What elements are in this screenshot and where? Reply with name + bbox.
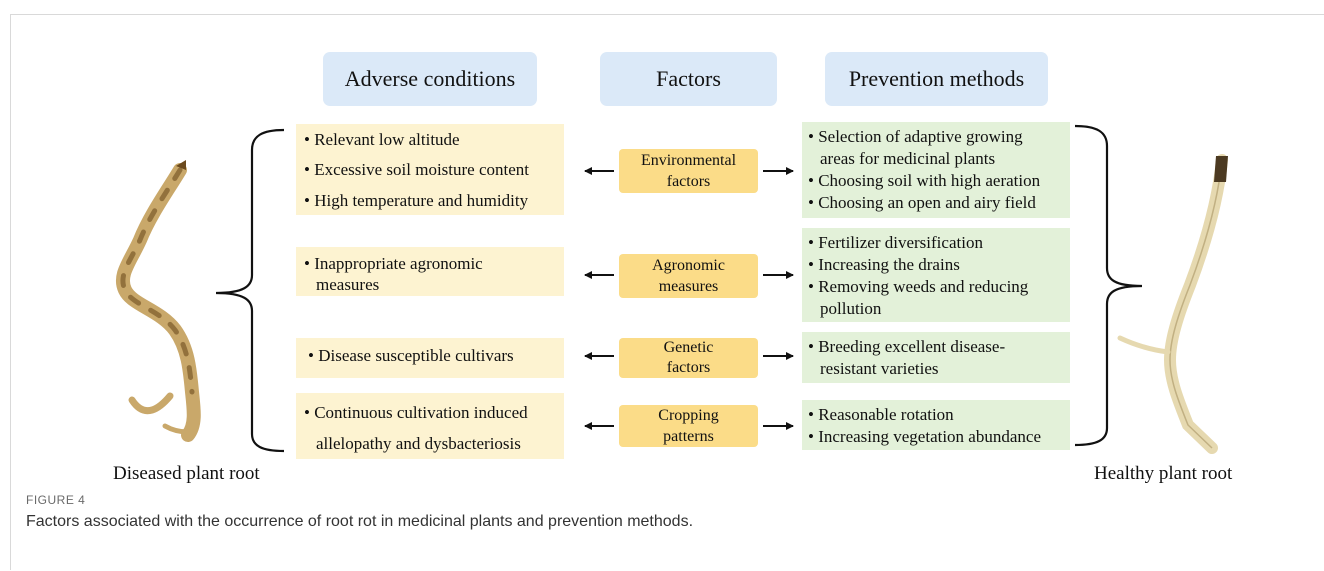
factor-label: factors: [666, 173, 711, 190]
prevention-item: pollution: [820, 299, 882, 318]
prevention-item: • Increasing the drains: [808, 255, 960, 274]
prevention-item: • Fertilizer diversification: [808, 233, 983, 252]
factor-label: Environmental: [640, 152, 737, 169]
factor-cropping: Cropping patterns: [619, 405, 758, 447]
header-adverse-conditions: Adverse conditions: [323, 52, 537, 106]
adverse-item: • Continuous cultivation induced: [304, 403, 528, 422]
factor-environmental: Environmental factors: [619, 149, 758, 193]
factor-agronomic: Agronomic measures: [619, 254, 758, 298]
adverse-box-environmental: • Relevant low altitude • Excessive soil…: [296, 124, 564, 215]
factor-label: Cropping: [658, 407, 719, 424]
header-factors-label: Factors: [656, 66, 721, 91]
prevention-item: • Choosing soil with high aeration: [808, 171, 1041, 190]
prevention-box-cropping: • Reasonable rotation • Increasing veget…: [802, 400, 1070, 450]
adverse-box-agronomic: • Inappropriate agronomic measures: [296, 247, 564, 296]
factor-label: measures: [658, 278, 719, 295]
diseased-root-image: [115, 160, 201, 442]
factor-label: Agronomic: [652, 257, 725, 274]
adverse-item: • Excessive soil moisture content: [304, 160, 530, 179]
figure-frame: [10, 14, 1324, 570]
left-brace: [215, 128, 285, 453]
header-prevention-methods: Prevention methods: [825, 52, 1048, 106]
prevention-item: • Choosing an open and airy field: [808, 193, 1036, 212]
adverse-box-cropping: • Continuous cultivation induced allelop…: [296, 393, 564, 459]
healthy-root-image: [1117, 154, 1228, 454]
adverse-box-genetic: • Disease susceptible cultivars: [296, 338, 564, 378]
right-brace: [1074, 124, 1143, 447]
prevention-item: • Removing weeds and reducing: [808, 277, 1029, 296]
header-factors: Factors: [600, 52, 777, 106]
prevention-item: • Increasing vegetation abundance: [808, 427, 1041, 446]
adverse-item: • Disease susceptible cultivars: [308, 346, 514, 365]
header-adverse-label: Adverse conditions: [344, 66, 516, 91]
factor-label: factors: [666, 359, 711, 376]
adverse-item: • High temperature and humidity: [304, 191, 529, 210]
adverse-item: • Inappropriate agronomic: [304, 254, 483, 273]
prevention-item: • Breeding excellent disease-: [808, 337, 1006, 356]
factor-label: Genetic: [663, 339, 714, 356]
factor-genetic: Genetic factors: [619, 338, 758, 378]
adverse-item: • Relevant low altitude: [304, 130, 460, 149]
figure-label: FIGURE 4: [26, 493, 86, 507]
prevention-box-environmental: • Selection of adaptive growing areas fo…: [802, 122, 1070, 218]
diseased-root-label: Diseased plant root: [113, 463, 260, 484]
adverse-item: measures: [316, 275, 380, 294]
healthy-root-label: Healthy plant root: [1094, 463, 1233, 484]
prevention-box-agronomic: • Fertilizer diversification • Increasin…: [802, 228, 1070, 322]
prevention-item: areas for medicinal plants: [820, 149, 996, 168]
prevention-box-genetic: • Breeding excellent disease- resistant …: [802, 332, 1070, 383]
header-prevention-label: Prevention methods: [848, 66, 1025, 91]
factor-label: patterns: [663, 428, 714, 445]
prevention-item: • Reasonable rotation: [808, 405, 954, 424]
figure-caption: Factors associated with the occurrence o…: [26, 513, 694, 530]
adverse-item: allelopathy and dysbacteriosis: [316, 434, 521, 453]
prevention-item: • Selection of adaptive growing: [808, 127, 1023, 146]
prevention-item: resistant varieties: [820, 359, 939, 378]
